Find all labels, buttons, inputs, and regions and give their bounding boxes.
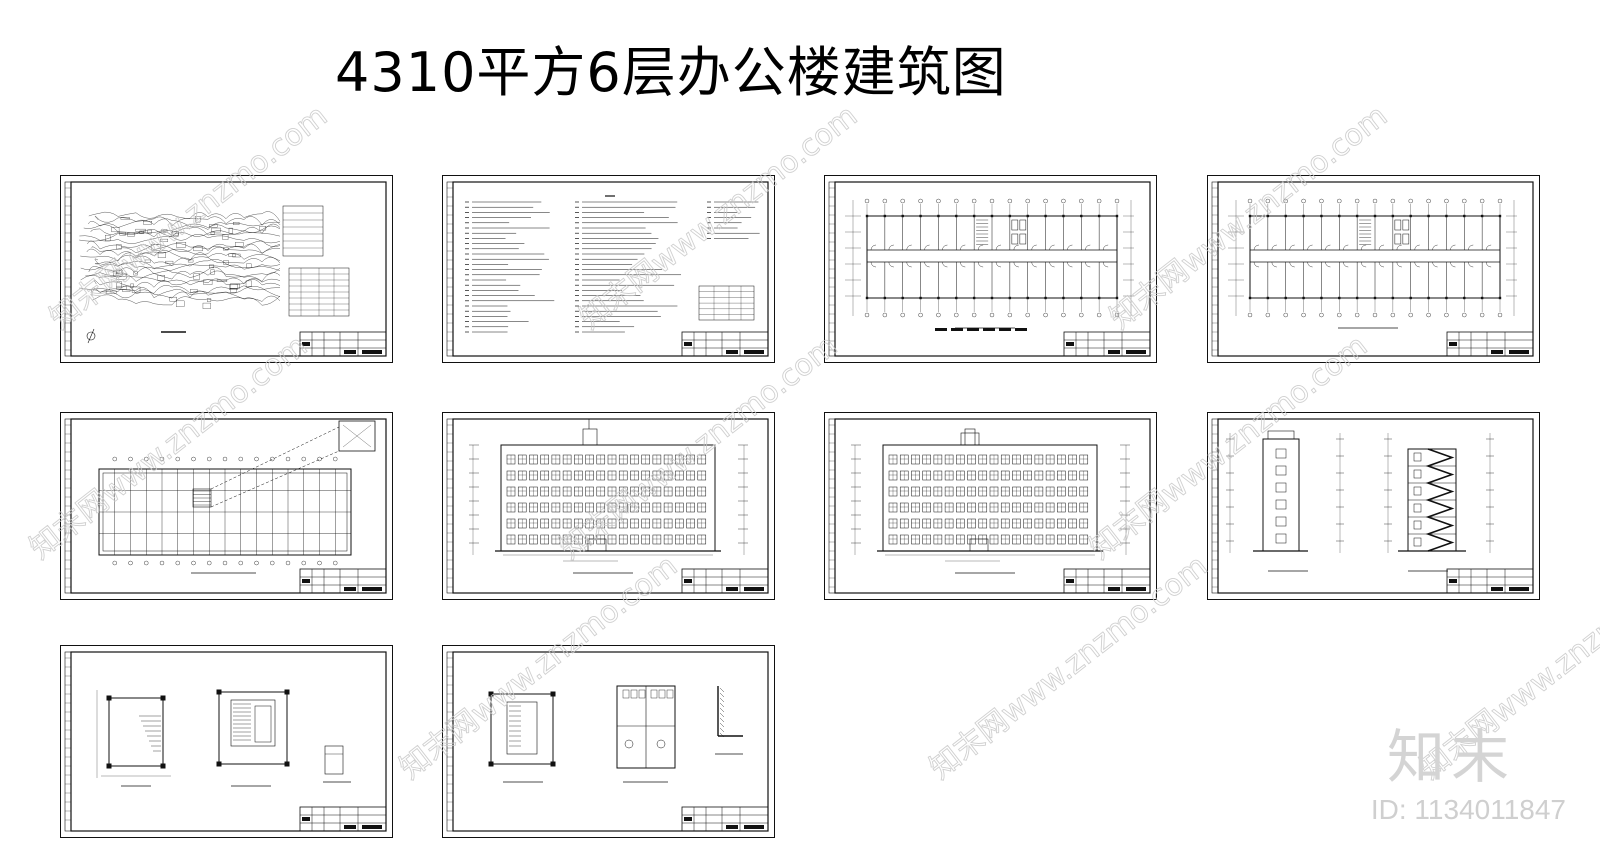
- drawing-sheet-first-floor-plan[interactable]: [824, 175, 1157, 363]
- drawing-sheet-standard-floor-plan[interactable]: [1207, 175, 1540, 363]
- floor-plan-drawing: [1228, 198, 1517, 329]
- drawing-sheet-rear-elevation[interactable]: [824, 412, 1157, 600]
- sheet-drawing: [828, 181, 1151, 357]
- drawing-sheet-design-notes[interactable]: [442, 175, 775, 363]
- sheet-drawing: [64, 181, 387, 357]
- sheet-drawing: [64, 418, 387, 594]
- drawing-sheet-front-elevation[interactable]: [442, 412, 775, 600]
- design-notes-text: [465, 195, 760, 333]
- sheet-drawing: [446, 651, 769, 832]
- elevation-drawing: [469, 419, 748, 574]
- stair-detail-drawing: [96, 689, 351, 787]
- sheet-drawing: [446, 181, 769, 357]
- floor-plan-drawing: [845, 198, 1134, 331]
- drawing-sheet-site-plan[interactable]: [60, 175, 393, 363]
- sheet-drawing: [828, 418, 1151, 594]
- image-id-label: ID: 1134011847: [1370, 794, 1566, 825]
- elevation-drawing: [851, 428, 1130, 574]
- drawing-sheet-side-elevation-section[interactable]: [1207, 412, 1540, 600]
- toilet-detail-drawing: [488, 685, 743, 783]
- page-title: 4310平方6层办公楼建筑图: [335, 41, 1007, 104]
- roof-plan-drawing: [98, 420, 376, 574]
- sheet-drawing: [1211, 181, 1534, 357]
- watermark-logo: 知末: [1386, 723, 1515, 791]
- site-map-drawing: [79, 205, 350, 344]
- sheet-drawing: [64, 651, 387, 832]
- sheet-drawing: [1211, 418, 1534, 594]
- drawing-sheet-toilet-detail[interactable]: [442, 645, 775, 838]
- section-drawing: [1226, 430, 1494, 572]
- sheet-drawing: [446, 418, 769, 594]
- drawing-sheet-roof-plan[interactable]: [60, 412, 393, 600]
- drawing-sheet-stair-detail[interactable]: [60, 645, 393, 838]
